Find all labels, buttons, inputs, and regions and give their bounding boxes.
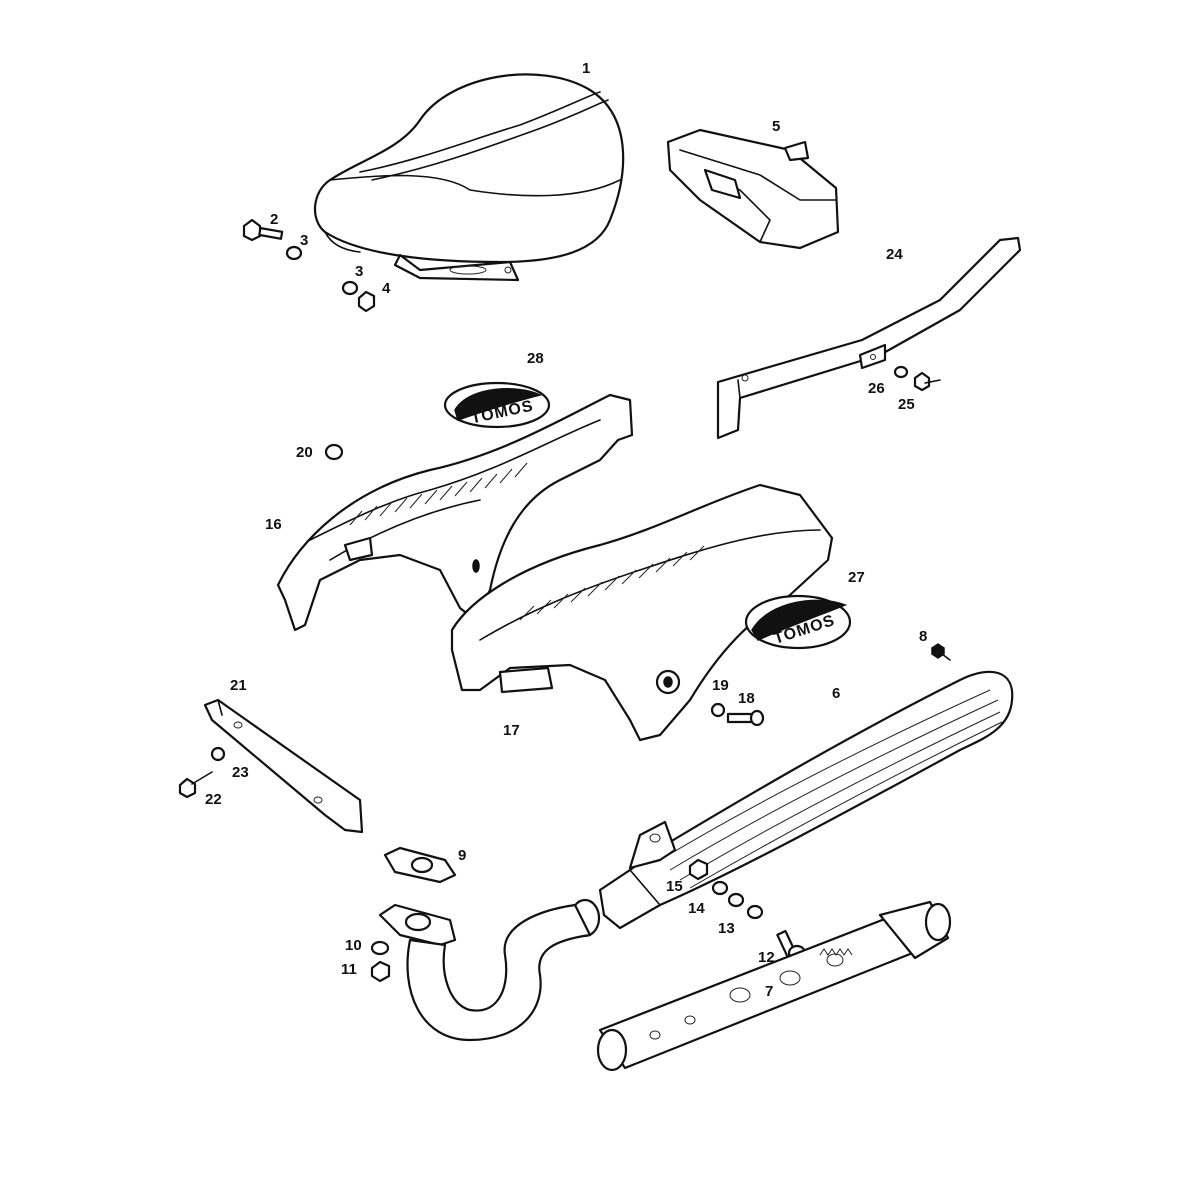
bracket-21 [203, 698, 364, 834]
callout-14: 14 [688, 900, 705, 917]
callout-28: 28 [527, 350, 544, 367]
washer-26 [893, 365, 909, 379]
callout-16: 16 [265, 516, 282, 533]
badge-27: TOMOS [744, 594, 852, 650]
callout-25: 25 [898, 396, 915, 413]
nut-11 [370, 960, 391, 983]
callout-12: 12 [758, 949, 775, 966]
callout-3a: 3 [300, 232, 308, 249]
washer-10 [370, 940, 390, 956]
screw-25 [913, 371, 941, 392]
callout-10: 10 [345, 937, 362, 954]
callout-19: 19 [712, 677, 729, 694]
bolt-2 [242, 218, 284, 242]
callout-8: 8 [919, 628, 927, 645]
callout-27: 27 [848, 569, 865, 586]
tool-box-part [666, 128, 840, 250]
callout-23: 23 [232, 764, 249, 781]
grommet-20 [324, 443, 344, 461]
tailpipe-7 [596, 900, 952, 1072]
washer-19 [710, 702, 726, 718]
rear-bracket-24 [716, 236, 1022, 440]
callout-1: 1 [582, 60, 590, 77]
callout-7: 7 [765, 983, 773, 1000]
callout-11: 11 [341, 961, 357, 978]
washer-3b [341, 280, 359, 296]
side-cover-16 [276, 393, 634, 632]
screw-8 [931, 643, 951, 661]
callout-17: 17 [503, 722, 520, 739]
screw-22 [178, 771, 213, 799]
callout-18: 18 [738, 690, 755, 707]
washer-13a [727, 892, 745, 908]
callout-21: 21 [230, 677, 247, 694]
callout-15: 15 [666, 878, 683, 895]
callout-22: 22 [205, 791, 222, 808]
callout-4: 4 [382, 280, 391, 297]
gasket-9 [383, 846, 457, 884]
side-cover-17 [450, 483, 834, 742]
callout-26: 26 [868, 380, 885, 397]
washer-14 [711, 880, 729, 896]
exhaust-pipe [378, 903, 592, 1042]
callout-2: 2 [270, 211, 278, 228]
callout-13: 13 [718, 920, 735, 937]
seat-part [313, 73, 625, 282]
washer-13b [746, 904, 764, 920]
washer-23 [210, 746, 226, 762]
badge-28: TOMOS [443, 381, 551, 429]
nut-15 [688, 858, 709, 881]
nut-4 [357, 290, 376, 313]
callout-5: 5 [772, 118, 780, 135]
callout-9: 9 [458, 847, 466, 864]
callout-20: 20 [296, 444, 313, 461]
callout-6: 6 [832, 685, 840, 702]
callout-24: 24 [886, 246, 903, 263]
washer-3a [285, 245, 303, 261]
callout-3b: 3 [355, 263, 363, 280]
bolt-18 [726, 709, 765, 727]
